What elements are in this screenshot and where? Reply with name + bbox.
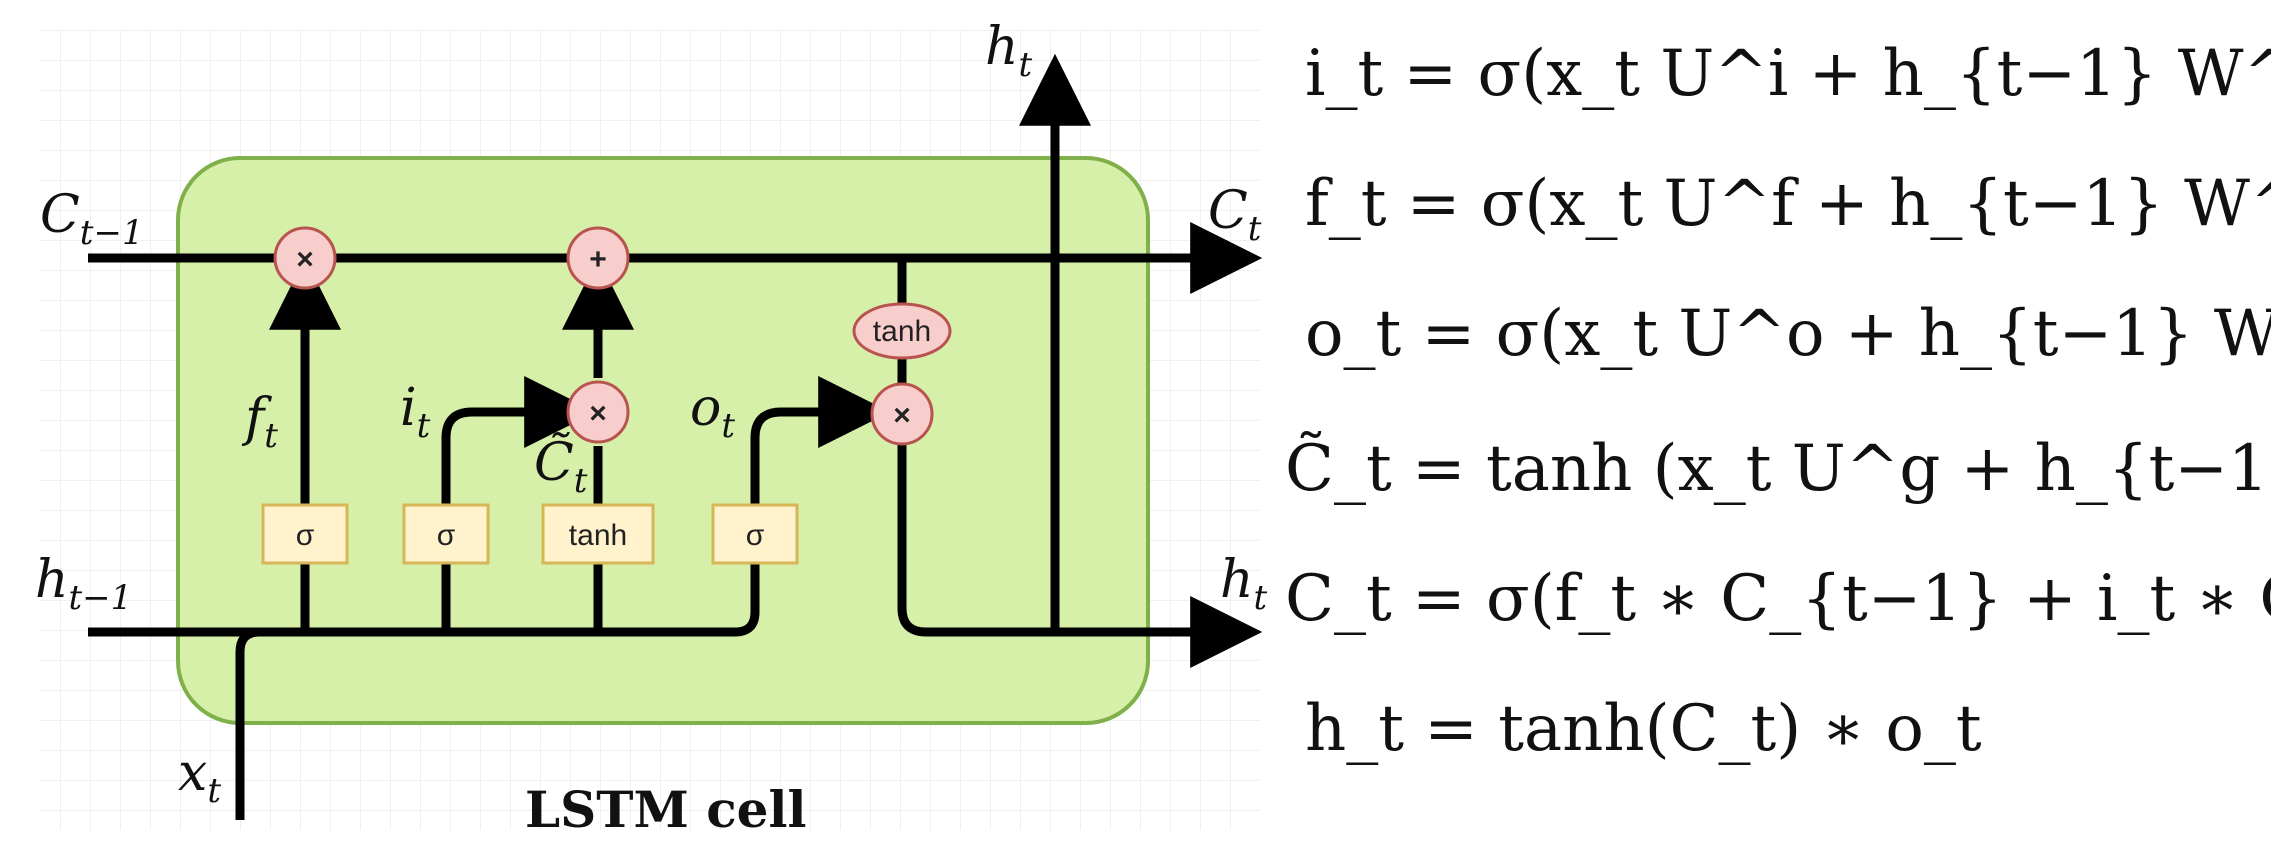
equation-forget-gate: f_t = σ(x_t U^f + h_{t−1} W^f) bbox=[1305, 167, 2271, 241]
svg-text:σ: σ bbox=[437, 519, 456, 552]
label-h-out-top: ht bbox=[985, 17, 1033, 85]
equation-hidden-state: h_t = tanh(C_t) ∗ o_t bbox=[1305, 692, 1982, 766]
input-multiply-op: × bbox=[566, 380, 630, 444]
output-multiply-op: × bbox=[870, 382, 934, 446]
label-output: ot bbox=[690, 378, 735, 446]
cell-add-op: + bbox=[566, 226, 630, 290]
svg-text:tanh: tanh bbox=[569, 519, 627, 552]
label-candidate: C̃t bbox=[534, 432, 588, 501]
gate-box-output-sigma: σ bbox=[711, 503, 799, 565]
label-c-prev: Ct−1 bbox=[40, 185, 144, 253]
input-gate-line bbox=[441, 376, 597, 632]
label-h-out-right: ht bbox=[1220, 550, 1268, 618]
label-input: it bbox=[400, 378, 431, 446]
label-c-out: Ct bbox=[1208, 181, 1262, 249]
forget-multiply-op: × bbox=[273, 226, 337, 290]
svg-text:×: × bbox=[893, 399, 911, 432]
cell-tanh-ellipse: tanh bbox=[852, 302, 952, 360]
svg-text:tanh: tanh bbox=[873, 315, 931, 348]
svg-text:σ: σ bbox=[296, 519, 315, 552]
label-h-prev: ht−1 bbox=[35, 550, 132, 618]
svg-text:×: × bbox=[589, 397, 607, 430]
svg-text:×: × bbox=[296, 243, 314, 276]
equations-block: i_t = σ(x_t U^i + h_{t−1} W^i) f_t = σ(x… bbox=[1285, 37, 2271, 766]
diagram-caption: LSTM cell bbox=[525, 780, 806, 839]
hidden-input-line bbox=[88, 447, 760, 637]
gate-box-candidate-tanh: tanh bbox=[541, 503, 655, 565]
x-input-line bbox=[235, 627, 261, 820]
equation-candidate: C̃_t = tanh (x_t U^g + h_{t−1} W^g) bbox=[1285, 431, 2271, 506]
equation-output-gate: o_t = σ(x_t U^o + h_{t−1} W^o) bbox=[1305, 297, 2271, 371]
hidden-output-line bbox=[897, 445, 1263, 668]
label-x-in: xt bbox=[178, 743, 221, 811]
svg-text:σ: σ bbox=[746, 519, 765, 552]
equation-input-gate: i_t = σ(x_t U^i + h_{t−1} W^i) bbox=[1305, 37, 2271, 111]
equation-cell-state: C_t = σ(f_t ∗ C_{t−1} + i_t ∗ C̃_t) bbox=[1285, 561, 2271, 636]
svg-text:+: + bbox=[589, 243, 607, 276]
output-gate-line bbox=[750, 376, 891, 448]
gate-box-input-sigma: σ bbox=[402, 503, 490, 565]
gate-box-forget-sigma: σ bbox=[261, 503, 349, 565]
